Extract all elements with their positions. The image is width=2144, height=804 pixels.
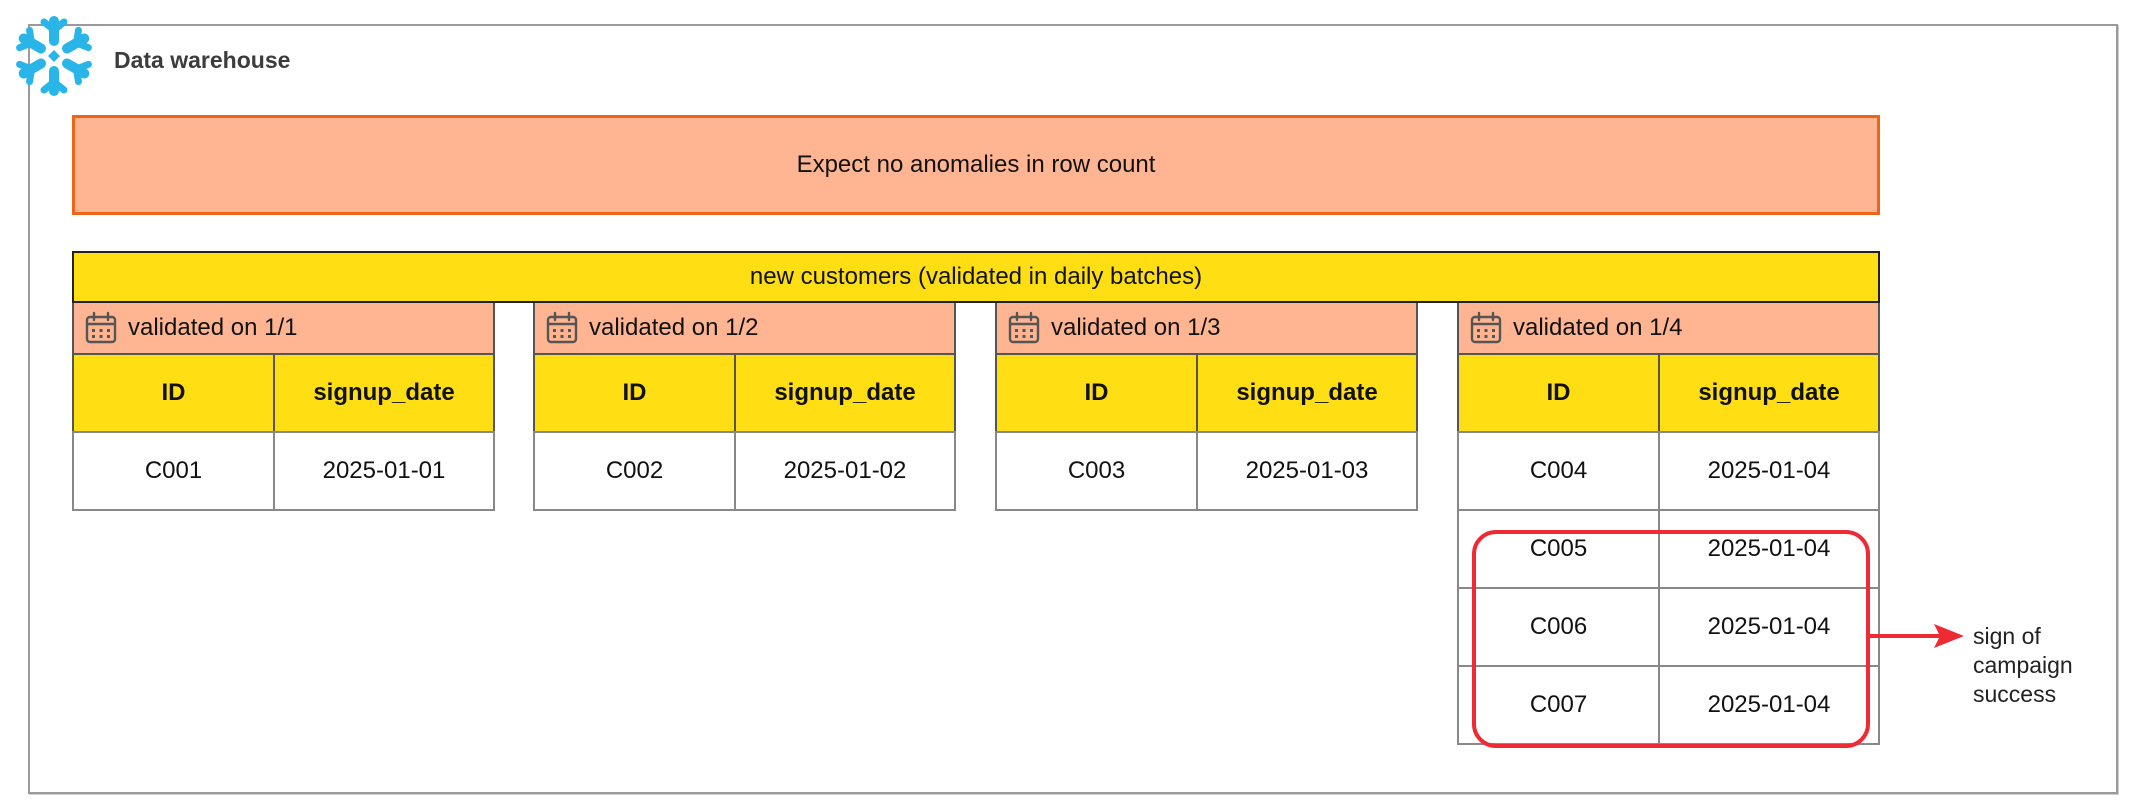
column-header-id: ID (1457, 353, 1660, 433)
calendar-icon (546, 311, 578, 344)
snowflake-icon (16, 16, 92, 96)
callout-line-1: sign of (1973, 623, 2041, 649)
arrow-right-icon (1870, 624, 1964, 648)
column-header-signup-date: signup_date (273, 353, 495, 433)
callout-line-3: success (1973, 681, 2057, 707)
table-header-bar: new customers (validated in daily batche… (72, 251, 1880, 303)
cell-id: C007 (1457, 665, 1660, 745)
calendar-icon (1470, 311, 1502, 344)
cell-signup-date: 2025-01-04 (1658, 665, 1880, 745)
batch-label: validated on 1/1 (128, 314, 298, 341)
cell-signup-date: 2025-01-02 (734, 431, 956, 511)
column-header-signup-date: signup_date (1658, 353, 1880, 433)
batch-label: validated on 1/4 (1513, 314, 1683, 341)
batch-header: validated on 1/2 (533, 303, 956, 355)
cell-signup-date: 2025-01-04 (1658, 587, 1880, 667)
column-header-id: ID (995, 353, 1198, 433)
data-warehouse-frame (28, 24, 2118, 794)
cell-id: C003 (995, 431, 1198, 511)
column-header-id: ID (72, 353, 275, 433)
column-header-signup-date: signup_date (1196, 353, 1418, 433)
batch-label: validated on 1/3 (1051, 314, 1221, 341)
column-header-id: ID (533, 353, 736, 433)
expectation-box: Expect no anomalies in row count (72, 115, 1880, 215)
batch-header: validated on 1/4 (1457, 303, 1880, 355)
batch-label: validated on 1/2 (589, 314, 759, 341)
cell-signup-date: 2025-01-01 (273, 431, 495, 511)
callout-line-2: campaign (1973, 652, 2073, 678)
cell-signup-date: 2025-01-03 (1196, 431, 1418, 511)
expectation-label: Expect no anomalies in row count (796, 151, 1156, 178)
batch-header: validated on 1/3 (995, 303, 1418, 355)
column-header-signup-date: signup_date (734, 353, 956, 433)
cell-id: C004 (1457, 431, 1660, 511)
callout-note: sign of campaign success (1973, 622, 2123, 709)
cell-id: C001 (72, 431, 275, 511)
frame-title: Data warehouse (114, 47, 291, 73)
cell-signup-date: 2025-01-04 (1658, 431, 1880, 511)
calendar-icon (85, 311, 117, 344)
cell-id: C002 (533, 431, 736, 511)
batch-header: validated on 1/1 (72, 303, 495, 355)
cell-id: C005 (1457, 509, 1660, 589)
cell-id: C006 (1457, 587, 1660, 667)
calendar-icon (1008, 311, 1040, 344)
table-header-label: new customers (validated in daily batche… (749, 263, 1203, 290)
cell-signup-date: 2025-01-04 (1658, 509, 1880, 589)
